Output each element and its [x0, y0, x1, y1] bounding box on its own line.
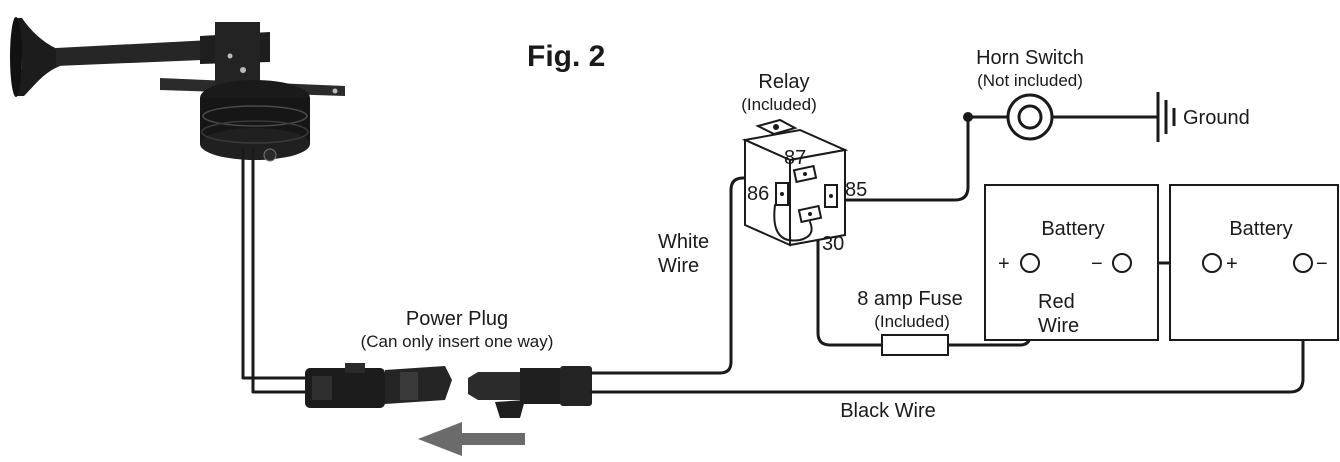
black-wire	[590, 263, 1305, 394]
white-wire	[590, 176, 792, 375]
insert-direction-arrow	[418, 422, 525, 456]
ground-label: Ground	[1183, 107, 1250, 129]
relay-terminal-87: 87	[784, 147, 806, 169]
horn-leads	[241, 148, 324, 394]
relay-terminal-85: 85	[845, 179, 867, 201]
battery-1-neg-sign: −	[1091, 253, 1103, 275]
power-plug-note: (Can only insert one way)	[361, 332, 554, 351]
switch-wire	[838, 115, 1010, 202]
battery-2	[1169, 184, 1339, 341]
white-wire-label-line2: Wire	[658, 255, 699, 277]
air-horn-icon	[10, 17, 345, 162]
battery-2-pos-sign: +	[1226, 253, 1238, 275]
white-wire-label-line1: White	[658, 231, 709, 253]
red-wire-label-line2: Wire	[1038, 315, 1079, 337]
power-plug-label: Power Plug	[406, 308, 508, 330]
battery-2-label: Battery	[1229, 218, 1292, 240]
relay-terminal-86: 86	[747, 183, 769, 205]
relay-note: (Included)	[741, 95, 817, 114]
horn-switch-icon[interactable]	[1006, 93, 1054, 141]
battery-2-neg-sign: −	[1316, 253, 1328, 275]
power-plug-connector	[305, 363, 592, 418]
relay-terminal-30: 30	[822, 233, 844, 255]
battery-1-pos-sign: +	[998, 253, 1010, 275]
junction-dot	[963, 112, 973, 122]
horn-switch-label: Horn Switch	[976, 47, 1084, 69]
ground-icon	[1156, 92, 1176, 142]
figure-title: Fig. 2	[527, 40, 605, 73]
fuse-icon	[881, 334, 949, 356]
black-wire-label: Black Wire	[840, 400, 936, 422]
relay-icon	[741, 118, 849, 247]
relay-label: Relay	[758, 71, 809, 93]
red-wire-label-line1: Red	[1038, 291, 1075, 313]
battery-1-label: Battery	[1041, 218, 1104, 240]
red-wire	[816, 223, 884, 347]
fuse-label: 8 amp Fuse	[857, 288, 963, 310]
fuse-note: (Included)	[874, 312, 950, 331]
horn-switch-note: (Not included)	[977, 71, 1083, 90]
battery-1	[984, 184, 1159, 341]
